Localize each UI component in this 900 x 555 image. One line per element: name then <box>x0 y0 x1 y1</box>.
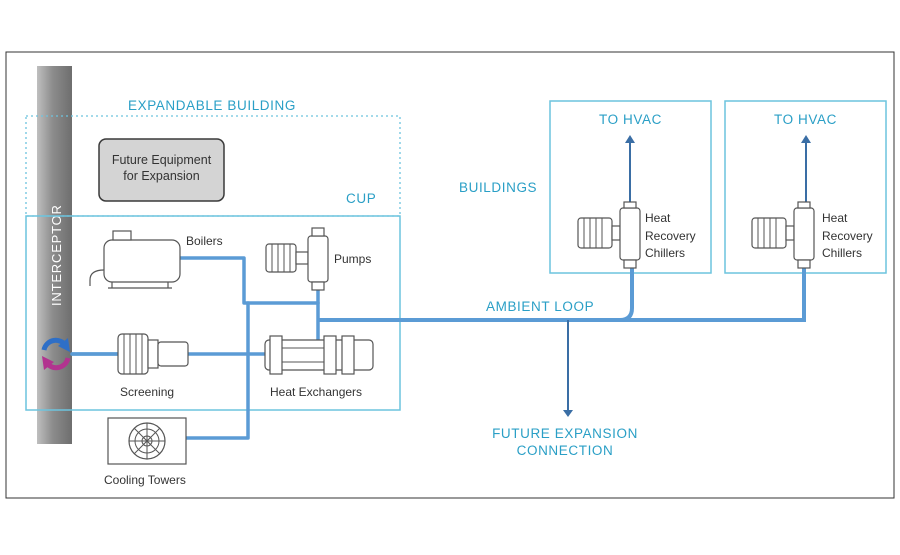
interceptor-label: INTERCEPTOR <box>49 204 64 306</box>
recycle-icon <box>41 337 71 371</box>
chiller-right-line2: Recovery <box>822 229 873 243</box>
future-equipment-line2: for Expansion <box>123 169 199 183</box>
expandable-building-label: EXPANDABLE BUILDING <box>128 98 296 113</box>
chiller-left-line1: Heat <box>645 211 671 225</box>
interceptor-pipe: INTERCEPTOR <box>37 66 72 444</box>
hvac-arrow-right <box>801 135 811 202</box>
chiller-right-line1: Heat <box>822 211 848 225</box>
ambient-loop-label: AMBIENT LOOP <box>486 299 594 314</box>
boiler-icon <box>89 230 181 289</box>
pumps-label: Pumps <box>334 252 371 266</box>
cooling-tower-icon <box>107 417 187 465</box>
hvac-arrow-left <box>625 135 635 202</box>
chiller-right-line3: Chillers <box>822 246 862 260</box>
heat-exchangers-label: Heat Exchangers <box>270 385 362 399</box>
to-hvac-right-label: TO HVAC <box>774 112 837 127</box>
heat-exchanger-icon <box>264 335 374 375</box>
future-equipment-box: Future Equipment for Expansion <box>98 138 225 202</box>
cup-box <box>25 215 401 411</box>
future-expansion-line1: FUTURE EXPANSION <box>492 426 638 441</box>
boilers-label: Boilers <box>186 234 223 248</box>
chiller-left-line2: Recovery <box>645 229 696 243</box>
screening-icon <box>117 333 189 375</box>
future-equipment-line1: Future Equipment <box>112 153 212 167</box>
cooling-towers-label: Cooling Towers <box>104 473 186 487</box>
chiller-left-line3: Chillers <box>645 246 685 260</box>
screening-label: Screening <box>120 385 174 399</box>
future-expansion-arrow <box>563 320 573 417</box>
heat-recovery-chiller-left-icon <box>577 201 641 269</box>
pump-icon <box>265 227 329 291</box>
heat-recovery-chiller-right-icon <box>751 201 815 269</box>
future-expansion-line2: CONNECTION <box>517 443 614 458</box>
cup-label: CUP <box>346 191 376 206</box>
to-hvac-left-label: TO HVAC <box>599 112 662 127</box>
buildings-label: BUILDINGS <box>459 180 537 195</box>
